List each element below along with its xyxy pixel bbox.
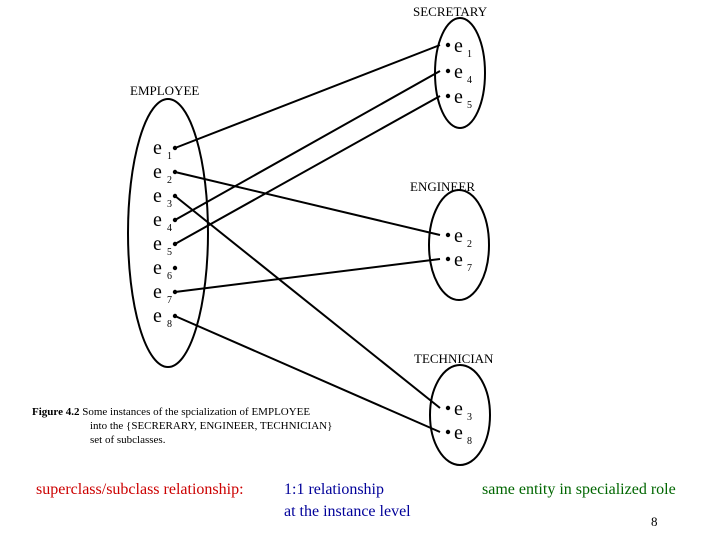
svg-text:e: e — [153, 281, 162, 303]
employee-element-e6: e 6 — [153, 257, 178, 282]
superclass-subclass-note: superclass/subclass relationship: — [36, 481, 244, 498]
engineer-set-title: ENGINEER — [410, 179, 475, 194]
svg-text:e: e — [454, 61, 463, 83]
svg-text:2: 2 — [167, 175, 172, 186]
instance-level-note: at the instance level — [284, 503, 411, 520]
svg-text:1: 1 — [467, 49, 472, 60]
svg-text:6: 6 — [167, 271, 172, 282]
employee-element-e7: e 7 — [153, 281, 178, 306]
secretary-element-e5: e 5 — [445, 86, 472, 111]
figure-caption-line-2: into the {SECRERARY, ENGINEER, TECHNICIA… — [90, 420, 333, 432]
technician-elements: e 3 e 8 — [445, 398, 472, 447]
svg-text:e: e — [454, 225, 463, 247]
engineer-elements: e 2 e 7 — [445, 225, 472, 274]
instance-mapping-lines — [174, 44, 441, 433]
secretary-set-title: SECRETARY — [413, 4, 488, 19]
employee-element-e4: e 4 — [153, 209, 178, 234]
svg-text:5: 5 — [467, 100, 472, 111]
svg-text:5: 5 — [167, 247, 172, 258]
specialized-role-note: same entity in specialized role — [482, 481, 676, 498]
svg-text:e: e — [153, 257, 162, 279]
svg-text:e: e — [153, 209, 162, 231]
svg-text:4: 4 — [467, 75, 472, 86]
mapping-line-e2-engineer — [174, 171, 441, 236]
employee-element-e5: e 5 — [153, 233, 178, 258]
one-to-one-note: 1:1 relationship — [284, 481, 384, 498]
figure-caption-line-3: set of subclasses. — [90, 434, 166, 446]
svg-text:1: 1 — [167, 151, 172, 162]
svg-text:e: e — [153, 137, 162, 159]
svg-text:e: e — [153, 305, 162, 327]
svg-text:7: 7 — [167, 295, 172, 306]
svg-text:e: e — [153, 185, 162, 207]
mapping-line-e3-technician — [174, 195, 441, 409]
secretary-element-e1: e 1 — [445, 35, 472, 60]
svg-text:2: 2 — [467, 239, 472, 250]
figure-caption-line-1: Some instances of the spcialization of E… — [82, 406, 311, 418]
svg-text:e: e — [454, 422, 463, 444]
figure-caption: Figure 4.2 Some instances of the spciali… — [32, 405, 382, 447]
mapping-line-e5-secretary — [174, 95, 441, 245]
engineer-element-e2: e 2 — [445, 225, 472, 250]
svg-text:e: e — [454, 398, 463, 420]
figure-caption-label: Figure 4.2 — [32, 406, 80, 418]
svg-text:4: 4 — [167, 223, 172, 234]
employee-element-e8: e 8 — [153, 305, 178, 330]
technician-set-ellipse — [429, 364, 491, 466]
svg-text:8: 8 — [467, 436, 472, 447]
svg-text:e: e — [153, 161, 162, 183]
svg-text:3: 3 — [167, 199, 172, 210]
page-number: 8 — [651, 514, 658, 529]
mapping-line-e4-secretary — [174, 70, 441, 221]
employee-element-e1: e 1 — [153, 137, 178, 162]
svg-text:e: e — [454, 86, 463, 108]
engineer-set-ellipse — [428, 189, 490, 301]
employee-element-e2: e 2 — [153, 161, 178, 186]
svg-text:e: e — [454, 35, 463, 57]
employee-set-title: EMPLOYEE — [130, 83, 199, 98]
svg-text:e: e — [153, 233, 162, 255]
employee-set-ellipse — [127, 98, 209, 368]
mapping-line-e7-engineer — [174, 258, 441, 293]
mapping-line-e1-secretary — [174, 44, 441, 149]
engineer-element-e7: e 7 — [445, 249, 472, 274]
svg-text:e: e — [454, 249, 463, 271]
technician-set-title: TECHNICIAN — [414, 351, 494, 366]
technician-element-e3: e 3 — [445, 398, 472, 423]
employee-element-e3: e 3 — [153, 185, 178, 210]
secretary-elements: e 1 e 4 e 5 — [445, 35, 472, 111]
secretary-element-e4: e 4 — [445, 61, 472, 86]
svg-text:3: 3 — [467, 412, 472, 423]
svg-text:8: 8 — [167, 319, 172, 330]
technician-element-e8: e 8 — [445, 422, 472, 447]
svg-text:7: 7 — [467, 263, 472, 274]
mapping-line-e8-technician — [174, 315, 441, 433]
employee-elements: e 1 e 2 e 3 e 4 e 5 — [153, 137, 178, 330]
